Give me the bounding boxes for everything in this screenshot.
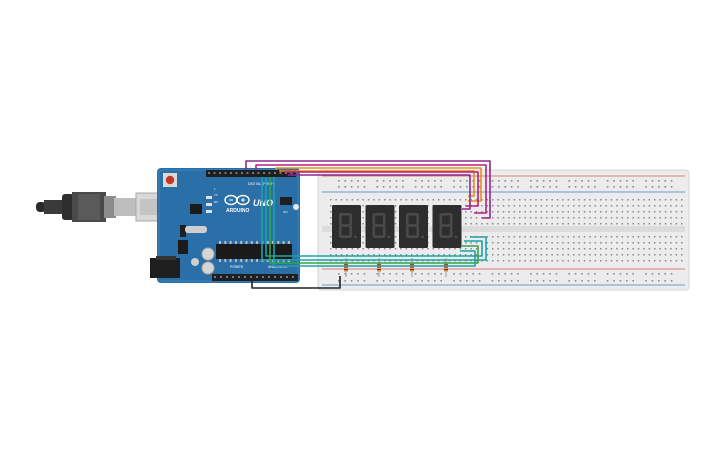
resistor-icon[interactable]	[377, 258, 381, 277]
capacitor	[201, 261, 215, 275]
digital-header[interactable]	[206, 170, 296, 177]
segment	[407, 235, 418, 238]
segment	[439, 226, 443, 237]
power-jack	[150, 258, 180, 278]
segment	[373, 224, 385, 227]
segment	[449, 214, 453, 225]
segment	[339, 214, 342, 225]
usb-cable-icon[interactable]	[36, 192, 179, 222]
resistor-icon[interactable]	[410, 258, 414, 277]
decimal-point	[454, 235, 458, 239]
segment	[372, 214, 376, 225]
arduino-uno-board[interactable]: ARDUINO UNO DIGITAL (PWM~) POWER ANALOG …	[150, 168, 300, 283]
wire-purple[interactable]	[288, 174, 471, 210]
wire-teal[interactable]	[261, 177, 487, 261]
segment	[382, 226, 386, 237]
rx-label: RX	[214, 200, 218, 204]
segment	[382, 214, 386, 225]
resistor-group[interactable]	[344, 258, 448, 277]
segment	[339, 226, 342, 237]
mount-hole	[293, 204, 299, 210]
wire-group[interactable]	[245, 160, 491, 289]
seven-segment-digit[interactable]	[365, 205, 395, 248]
segment	[349, 226, 352, 237]
brand-label: ARDUINO	[226, 208, 249, 214]
arduino-logo	[224, 194, 250, 206]
tx-label: TX	[214, 193, 218, 197]
power-analog-header[interactable]	[212, 274, 298, 281]
reset-button-icon[interactable]	[163, 173, 177, 187]
segment	[439, 214, 443, 225]
segment	[440, 235, 452, 238]
decimal-point	[421, 235, 424, 239]
wire-teal[interactable]	[265, 177, 483, 257]
segment	[349, 214, 352, 225]
capacitor	[201, 247, 215, 261]
segment	[372, 226, 376, 237]
segment	[449, 226, 453, 237]
segment	[440, 213, 452, 216]
crystal	[185, 226, 207, 233]
wire-teal[interactable]	[273, 177, 476, 267]
wire-orange[interactable]	[279, 170, 475, 197]
atmega-chip-icon	[216, 241, 292, 262]
segment	[406, 214, 409, 225]
decimal-point	[354, 235, 357, 239]
wire-purple[interactable]	[245, 160, 491, 219]
seven-segment-digit[interactable]	[399, 205, 428, 248]
segment	[416, 214, 419, 225]
resistor-icon[interactable]	[444, 258, 448, 277]
seven-segment-display-group[interactable]	[332, 205, 462, 248]
on-label: ON	[283, 210, 288, 214]
wire-black[interactable]	[251, 276, 341, 289]
segment	[406, 226, 409, 237]
segment	[416, 226, 419, 237]
segment	[340, 235, 351, 238]
model-label: UNO	[253, 198, 273, 208]
wire-green[interactable]	[269, 177, 479, 264]
decimal-point	[387, 235, 391, 239]
seven-segment-digit[interactable]	[332, 205, 361, 248]
l-label: L	[214, 187, 216, 191]
wire-magenta[interactable]	[284, 171, 479, 207]
segment	[407, 224, 418, 227]
segment	[340, 213, 351, 216]
segment	[373, 213, 385, 216]
resistor-icon[interactable]	[344, 258, 348, 277]
seven-segment-digit[interactable]	[432, 205, 462, 248]
segment	[373, 235, 385, 238]
segment	[440, 224, 452, 227]
power-header-label: POWER	[230, 265, 244, 269]
analog-header-label: ANALOG IN	[268, 265, 288, 269]
segment	[407, 213, 418, 216]
segment	[340, 224, 351, 227]
wire-orange[interactable]	[275, 167, 482, 202]
wire-magenta[interactable]	[255, 164, 487, 214]
